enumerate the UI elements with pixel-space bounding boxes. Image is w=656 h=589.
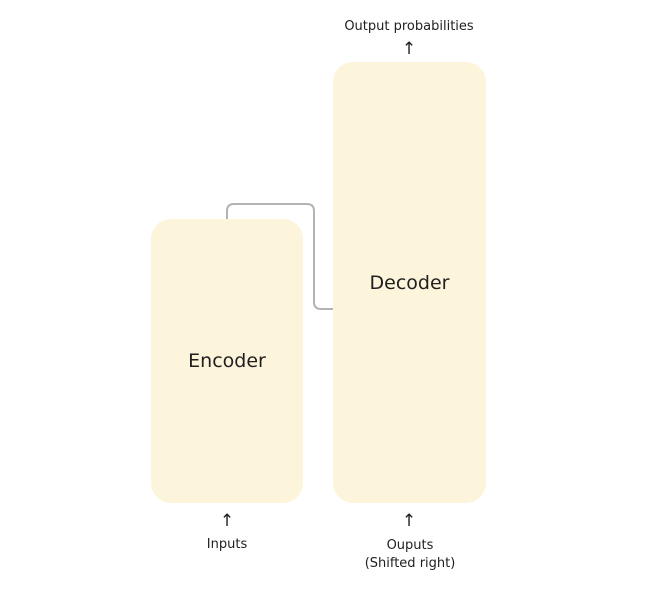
outputs-label-line1: Ouputs [386,538,434,553]
output-probabilities-label: Output probabilities [344,19,474,34]
outputs-label-line2: (Shifted right) [364,556,456,571]
decoder-label: Decoder [369,272,450,294]
decoder-input-arrow-icon: ↑ [401,511,417,531]
output-arrow-icon: ↑ [401,39,417,59]
input-arrow-icon: ↑ [219,511,235,531]
encoder-block: Encoder [151,219,303,503]
encoder-label: Encoder [188,350,266,372]
inputs-label: Inputs [206,537,248,552]
decoder-block: Decoder [333,62,486,503]
outputs-shifted-label: Ouputs (Shifted right) [340,537,480,573]
